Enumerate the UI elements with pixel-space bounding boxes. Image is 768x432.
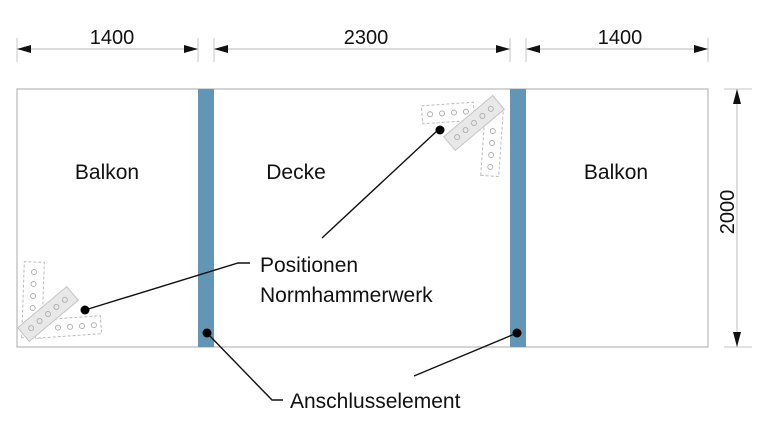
tapping-machine-position-left <box>16 261 103 343</box>
area-label-middle: Decke <box>266 161 326 184</box>
arrow-icon <box>496 45 510 53</box>
leader-connection <box>202 328 522 401</box>
arrow-icon <box>526 45 540 53</box>
dim-left-width: 1400 <box>90 27 135 49</box>
arrow-icon <box>733 89 741 104</box>
annotation-connection: Anschlusselement <box>290 390 461 413</box>
dimension-right: 2000 <box>717 88 752 348</box>
annotation-positions-line2: Normhammerwerk <box>260 284 433 307</box>
arrow-icon <box>214 45 228 53</box>
slab-outline <box>16 88 709 348</box>
dim-right-width: 1400 <box>598 27 643 49</box>
tapping-machine-position-middle <box>420 94 506 178</box>
arrow-icon <box>184 45 198 53</box>
dim-height: 2000 <box>717 190 739 235</box>
arrow-icon <box>733 332 741 347</box>
annotation-positions-line1: Positionen <box>260 254 358 277</box>
connection-element-right <box>510 89 526 347</box>
leader-positions <box>80 125 445 315</box>
arrow-icon <box>694 45 708 53</box>
area-label-left: Balkon <box>75 161 139 184</box>
connection-element-left <box>198 89 214 347</box>
arrow-icon <box>17 45 31 53</box>
dim-middle-width: 2300 <box>344 27 389 49</box>
area-label-right: Balkon <box>584 161 648 184</box>
dimension-top: 1400 2300 1400 <box>16 27 709 62</box>
